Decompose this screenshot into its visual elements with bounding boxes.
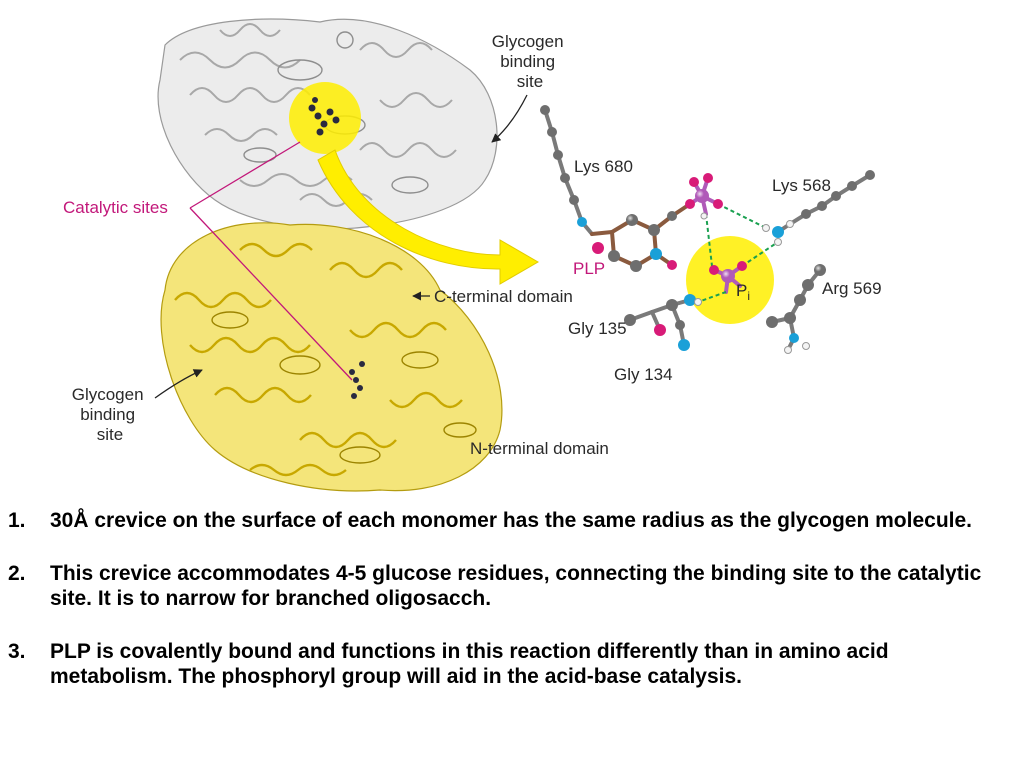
catalytic-site-lower <box>349 361 365 399</box>
glycogen-phosphorylase-figure: Glycogen binding site Catalytic sites C-… <box>63 18 882 492</box>
glycogen-binding-site-label-left: Glycogen binding site <box>72 385 149 444</box>
n-terminal-domain-ribbon <box>160 222 503 492</box>
note-number: 1. <box>8 509 26 532</box>
pointer-arrows <box>154 94 528 399</box>
lys680-label: Lys 680 <box>574 157 633 176</box>
note-item-1: 1. 30Å crevice on the surface of each mo… <box>8 508 1012 533</box>
glycogen-binding-site-label-top: Glycogen binding site <box>492 32 569 91</box>
plp-label: PLP <box>573 259 605 278</box>
gly135-label: Gly 135 <box>568 319 627 338</box>
note-text: This crevice accommodates 4-5 glucose re… <box>50 562 982 610</box>
catalytic-sites-pointers <box>189 141 353 381</box>
catalytic-sites-label: Catalytic sites <box>63 198 168 217</box>
note-text: PLP is covalently bound and functions in… <box>50 640 889 688</box>
note-item-3: 3. PLP is covalently bound and functions… <box>8 639 1012 689</box>
note-number: 2. <box>8 562 26 585</box>
explanation-list: 1. 30Å crevice on the surface of each mo… <box>8 508 1012 717</box>
gly134-label: Gly 134 <box>614 365 673 384</box>
lys568-label: Lys 568 <box>772 176 831 195</box>
note-text: 30Å crevice on the surface of each monom… <box>50 509 973 532</box>
catalytic-site-highlight <box>289 82 361 154</box>
c-terminal-domain-label: C-terminal domain <box>434 287 573 306</box>
note-number: 3. <box>8 640 26 663</box>
arg569-label: Arg 569 <box>822 279 882 298</box>
zoom-arrow <box>317 149 539 285</box>
active-site-zoom <box>540 105 875 354</box>
n-terminal-domain-label: N-terminal domain <box>470 439 609 458</box>
note-item-2: 2. This crevice accommodates 4-5 glucose… <box>8 561 1012 611</box>
pi-label: Pi <box>736 281 750 303</box>
